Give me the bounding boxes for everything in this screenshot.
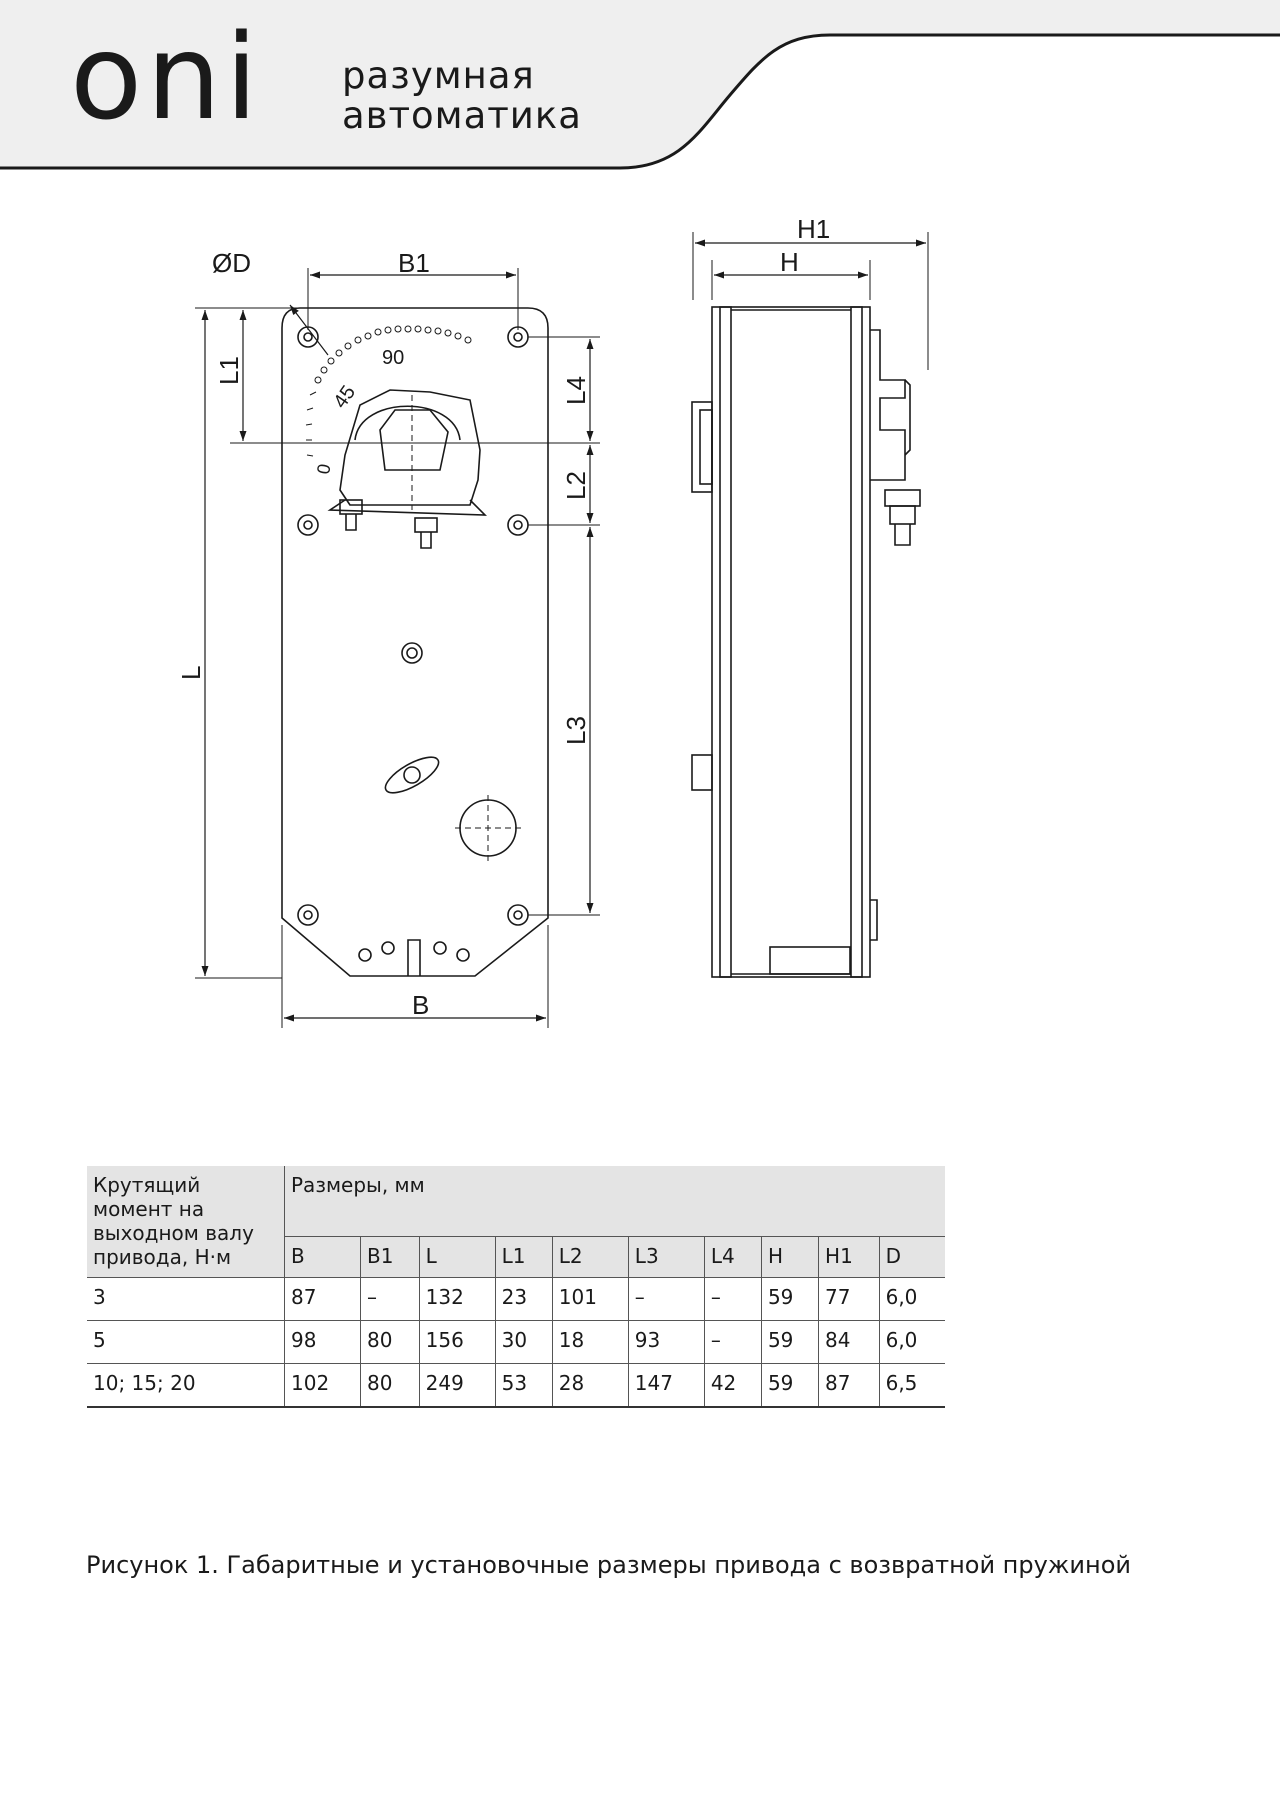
table-cell: 59	[760, 1320, 819, 1364]
dim-label-diameter: ØD	[212, 248, 251, 278]
column-header-d: D	[878, 1236, 945, 1278]
table-cell: –	[703, 1320, 762, 1364]
column-header-h: H	[760, 1236, 819, 1278]
table-cell: 77	[818, 1277, 880, 1321]
dim-label-l1: L1	[214, 356, 244, 385]
dimension-lines	[201, 239, 926, 1022]
table-cell: 101	[551, 1277, 629, 1321]
table-cell: 30	[494, 1320, 553, 1364]
mounting-holes	[297, 326, 529, 926]
dim-label-h: H	[780, 247, 799, 277]
table-cell: 23	[494, 1277, 553, 1321]
table-cell: –	[360, 1277, 420, 1321]
column-header-b: B	[283, 1236, 361, 1278]
tagline-line-1: разумная	[342, 54, 535, 97]
tagline-line-2: автоматика	[342, 94, 582, 137]
actuator-body-side	[691, 306, 921, 978]
table-cell: 87	[283, 1277, 361, 1321]
table-cell: –	[703, 1277, 762, 1321]
dim-label-h1: H1	[797, 214, 830, 244]
scale-label-90: 90	[382, 347, 404, 369]
dimensions-table: Крутящий момент на выходном валу привода…	[87, 1166, 945, 1408]
table-cell: 93	[627, 1320, 705, 1364]
table-cell: –	[627, 1277, 705, 1321]
torque-column-header: Крутящий момент на выходном валу привода…	[87, 1166, 285, 1278]
table-cell: 87	[818, 1363, 880, 1408]
table-row: 5 98 80 156 30 18 93 – 59 84 6,0	[87, 1320, 945, 1364]
table-cell: 6,0	[878, 1277, 945, 1321]
dim-label-l2: L2	[561, 471, 591, 500]
dim-label-b: B	[412, 990, 429, 1020]
table-cell: 80	[360, 1320, 420, 1364]
dim-label-l4: L4	[561, 376, 591, 405]
table-cell: 132	[418, 1277, 496, 1321]
dim-label-l3: L3	[561, 716, 591, 745]
table-cell: 18	[551, 1320, 629, 1364]
column-header-l1: L1	[494, 1236, 553, 1278]
brand-logo: oni	[70, 8, 262, 146]
scale-label-45: 45	[329, 382, 360, 413]
dimension-drawing: 90 45 0 ØD B1 L L1 L4 L2 L3 B H1 H	[176, 214, 929, 1028]
table-cell: 59	[760, 1277, 819, 1321]
dimensions-group-header: Размеры, мм	[284, 1166, 945, 1237]
column-header-h1: H1	[818, 1236, 880, 1278]
shaft-clamp	[339, 389, 481, 506]
torque-cell: 10; 15; 20	[87, 1363, 285, 1408]
table-cell: 249	[418, 1363, 496, 1408]
table-cell: 98	[283, 1320, 361, 1364]
table-cell: 84	[818, 1320, 880, 1364]
column-header-l3: L3	[627, 1236, 705, 1278]
table-cell: 6,5	[878, 1363, 945, 1408]
torque-cell: 5	[87, 1320, 285, 1364]
dim-label-l: L	[176, 666, 206, 680]
table-cell: 80	[360, 1363, 420, 1408]
table-cell: 147	[627, 1363, 705, 1408]
column-header-l: L	[418, 1236, 496, 1278]
column-header-l2: L2	[551, 1236, 629, 1278]
brand-tagline: разумная автоматика	[342, 56, 582, 136]
table-cell: 59	[760, 1363, 819, 1408]
figure-caption: Рисунок 1. Габаритные и установочные раз…	[86, 1551, 1131, 1579]
table-cell: 6,0	[878, 1320, 945, 1364]
header-band	[0, 0, 1280, 170]
table-cell: 156	[418, 1320, 496, 1364]
table-row: 10; 15; 20 102 80 249 53 28 147 42 59 87…	[87, 1363, 945, 1408]
table-row: 3 87 – 132 23 101 – – 59 77 6,0	[87, 1277, 945, 1321]
angle-scale	[305, 325, 472, 457]
scale-label-0: 0	[313, 462, 334, 475]
column-header-b1: B1	[360, 1236, 420, 1278]
dim-label-b1: B1	[398, 248, 430, 278]
table-cell: 42	[703, 1363, 762, 1408]
table-cell: 102	[283, 1363, 361, 1408]
table-cell: 53	[494, 1363, 553, 1408]
column-header-l4: L4	[703, 1236, 762, 1278]
torque-cell: 3	[87, 1277, 285, 1321]
table-cell: 28	[551, 1363, 629, 1408]
actuator-body-front	[281, 307, 549, 977]
